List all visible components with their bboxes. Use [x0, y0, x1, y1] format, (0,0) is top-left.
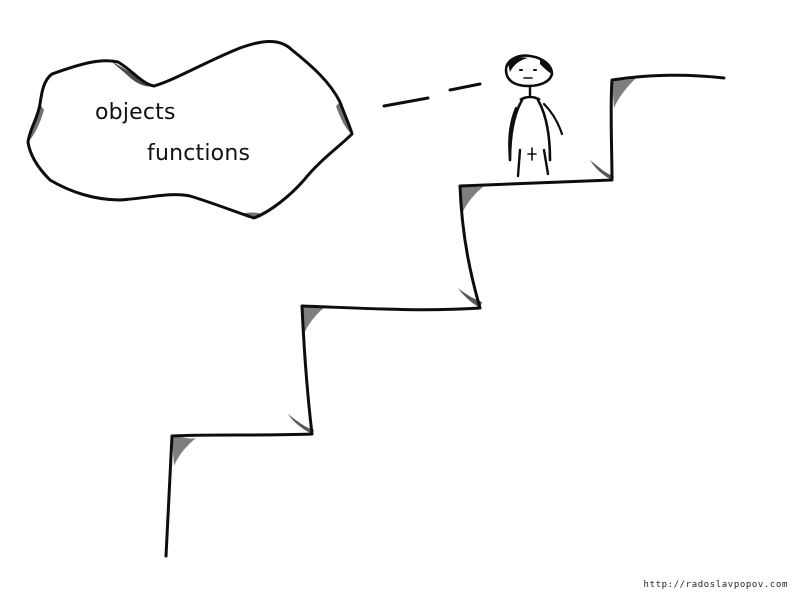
person-arm-left	[508, 106, 518, 162]
thought-bubble-shading-right	[336, 102, 352, 134]
person-icon	[504, 54, 564, 178]
person-hip-mark	[527, 147, 537, 161]
thought-word-objects: objects	[95, 100, 176, 125]
person-leg-right	[542, 148, 550, 176]
person-shoulders	[519, 95, 541, 102]
staircase-shadow-7	[612, 78, 636, 108]
thought-bubble-outline	[26, 40, 354, 220]
footer-url: http://radoslavpopov.com	[643, 580, 788, 590]
thought-trail-dash-2	[448, 82, 482, 92]
staircase-shadow-6	[590, 160, 614, 180]
staircase-outline	[164, 73, 726, 558]
staircase-shadow-4	[458, 288, 482, 308]
thought-trail-icon	[382, 82, 482, 108]
thought-bubble-shading-left	[28, 104, 44, 142]
staircase-shadow-5	[460, 186, 484, 214]
thought-word-functions: functions	[147, 141, 251, 166]
thought-bubble-icon	[26, 40, 354, 220]
thought-bubble-shading-top	[112, 62, 154, 87]
staircase-shadow-1	[172, 436, 196, 466]
thought-bubble-shading-bottom	[240, 212, 262, 218]
person-leg-left	[516, 148, 522, 178]
thought-trail-dash-1	[382, 96, 430, 108]
staircase-icon	[164, 73, 726, 558]
person-hair-right	[540, 60, 552, 74]
staircase-shadow-2	[288, 414, 314, 434]
person-hair	[508, 57, 528, 72]
staircase-shadow-3	[302, 306, 326, 334]
person-arm-right	[542, 102, 564, 136]
